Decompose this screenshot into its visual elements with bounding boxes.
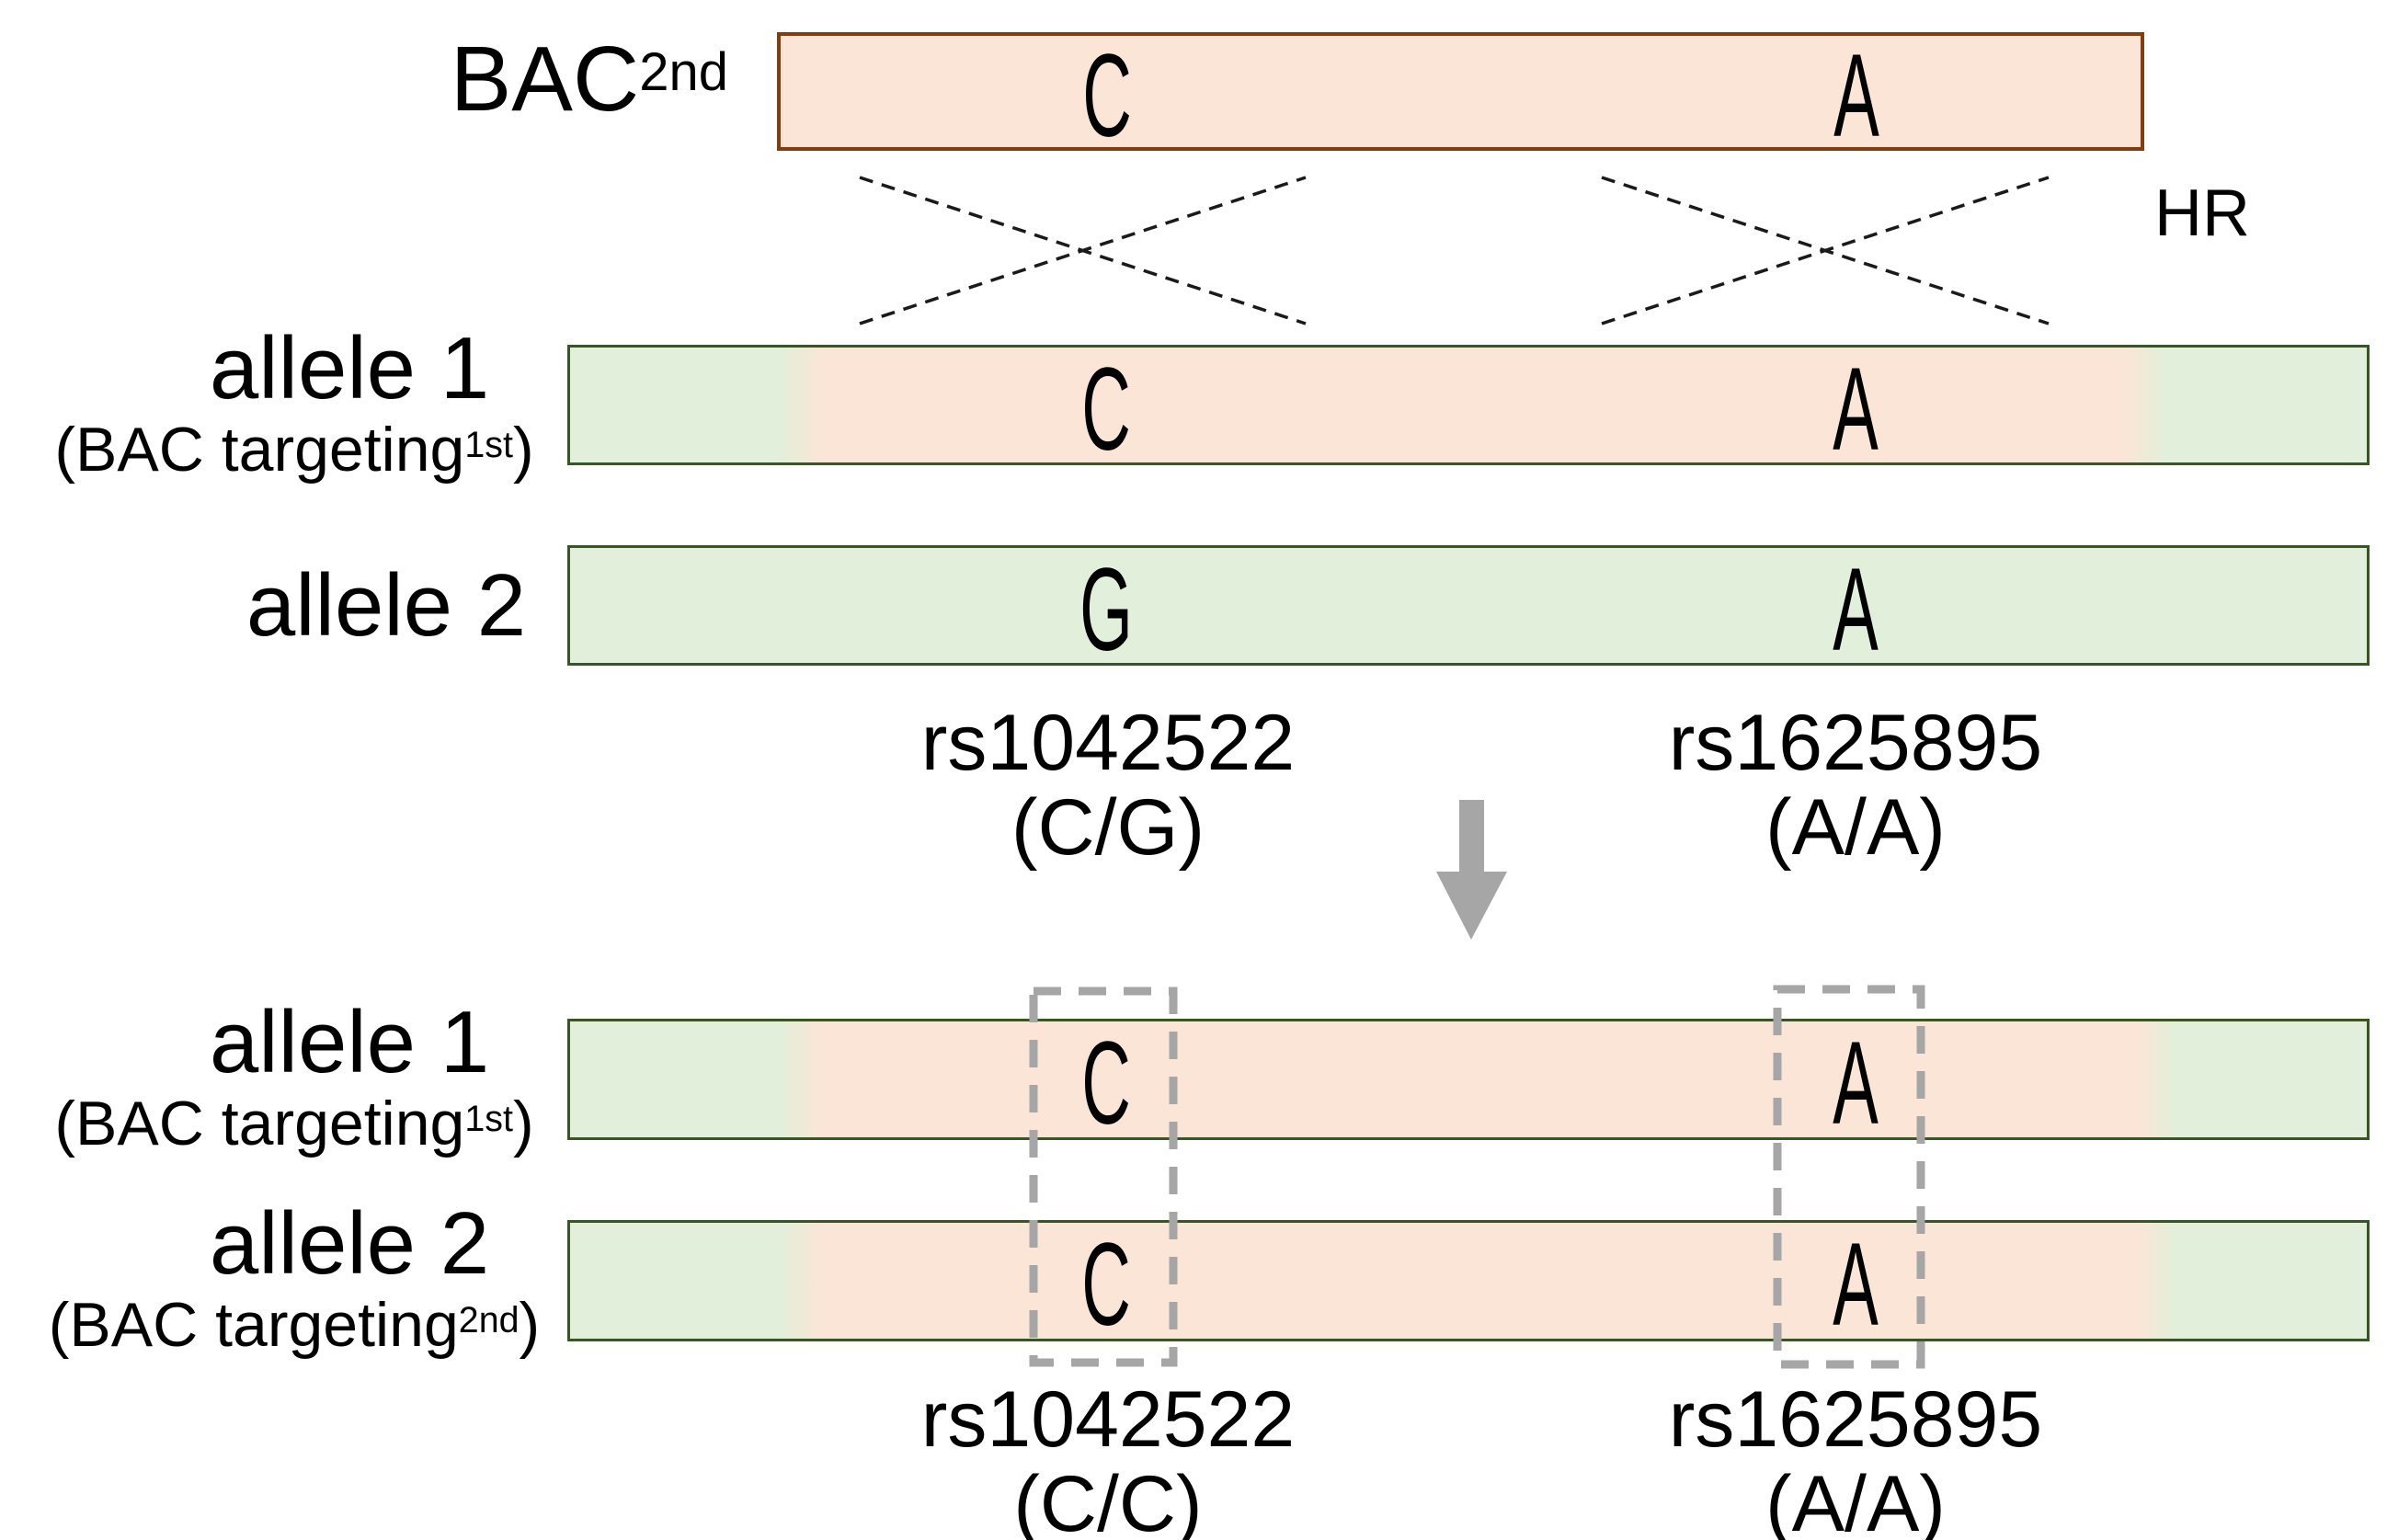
allele1-before-name: allele 1 [209,319,490,417]
allele2-after-bar: C A [567,1219,2370,1351]
allele1-after-snp2-letter: A [1833,1018,1879,1149]
allele2-before-snp1-letter: G [1079,543,1133,676]
hr-label: HR [2154,177,2250,250]
snp1-after-id: rs1042522 [920,1375,1296,1464]
allele2-after-subtitle-close: ) [519,1289,541,1360]
allele1-before-snp2-letter: A [1833,343,1879,475]
allele2-before-snp2-letter: A [1833,543,1879,676]
bac-label-sup: 2nd [639,41,728,102]
snp1-before-genotype: (C/G) [1011,783,1205,872]
allele1-before-snp1-letter: C [1081,343,1131,475]
allele1-after-subtitle-close: ) [512,1088,534,1158]
snp1-before-label: rs1042522 (C/G) [832,701,1384,870]
allele1-after-bar: C A [567,1018,2370,1149]
allele2-after-subtitle: (BAC targeting2nd) [26,1289,563,1360]
allele1-before-label: allele 1 (BAC targeting1st) [26,324,563,483]
allele2-after-subtitle-open: (BAC targeting [48,1289,459,1360]
snp1-before-id: rs1042522 [920,699,1296,787]
bac-snp1-letter: C [1082,29,1132,162]
allele2-before-name: allele 2 [246,556,527,655]
allele1-before-subtitle-open: (BAC targeting [54,414,465,485]
snp2-after-label: rs1625895 (A/A) [1580,1377,2131,1540]
allele2-after-snp2-letter: A [1833,1219,1879,1351]
down-arrow-icon [1436,800,1507,940]
bac-label: BAC2nd [349,33,728,125]
allele2-after-snp1-letter: C [1081,1219,1131,1351]
allele1-after-subtitle-sup: 1st [464,1098,513,1139]
bac-label-base: BAC [450,28,640,131]
snp2-before-id: rs1625895 [1668,699,2043,787]
allele1-before-subtitle: (BAC targeting1st) [26,414,563,485]
bac-snp2-letter: A [1833,29,1879,162]
allele1-after-subtitle: (BAC targeting1st) [26,1088,563,1158]
allele1-before-bar: C A [567,343,2370,475]
allele2-before-bar: G A [567,543,2370,676]
allele1-after-label: allele 1 (BAC targeting1st) [26,998,563,1157]
allele2-before-label: allele 2 [118,561,655,651]
recombination-cross-left-icon [859,176,1307,325]
allele2-after-subtitle-sup: 2nd [458,1299,520,1340]
recombination-cross-right-icon [1601,176,2050,325]
snp2-after-id: rs1625895 [1668,1375,2043,1464]
allele1-before-subtitle-sup: 1st [464,424,513,465]
snp1-after-genotype: (C/C) [1013,1460,1203,1540]
allele2-after-label: allele 2 (BAC targeting2nd) [26,1199,563,1358]
allele1-after-name: allele 1 [209,993,490,1091]
snp2-after-genotype: (A/A) [1765,1460,1946,1540]
allele1-before-subtitle-close: ) [512,414,534,485]
snp1-after-label: rs1042522 (C/C) [832,1377,1384,1540]
snp2-before-genotype: (A/A) [1765,783,1946,872]
allele2-after-name: allele 2 [209,1194,490,1293]
allele1-after-subtitle-open: (BAC targeting [54,1088,465,1158]
allele1-after-snp1-letter: C [1081,1018,1131,1149]
snp2-before-label: rs1625895 (A/A) [1580,701,2131,870]
bac-bar: C A [777,29,2144,162]
